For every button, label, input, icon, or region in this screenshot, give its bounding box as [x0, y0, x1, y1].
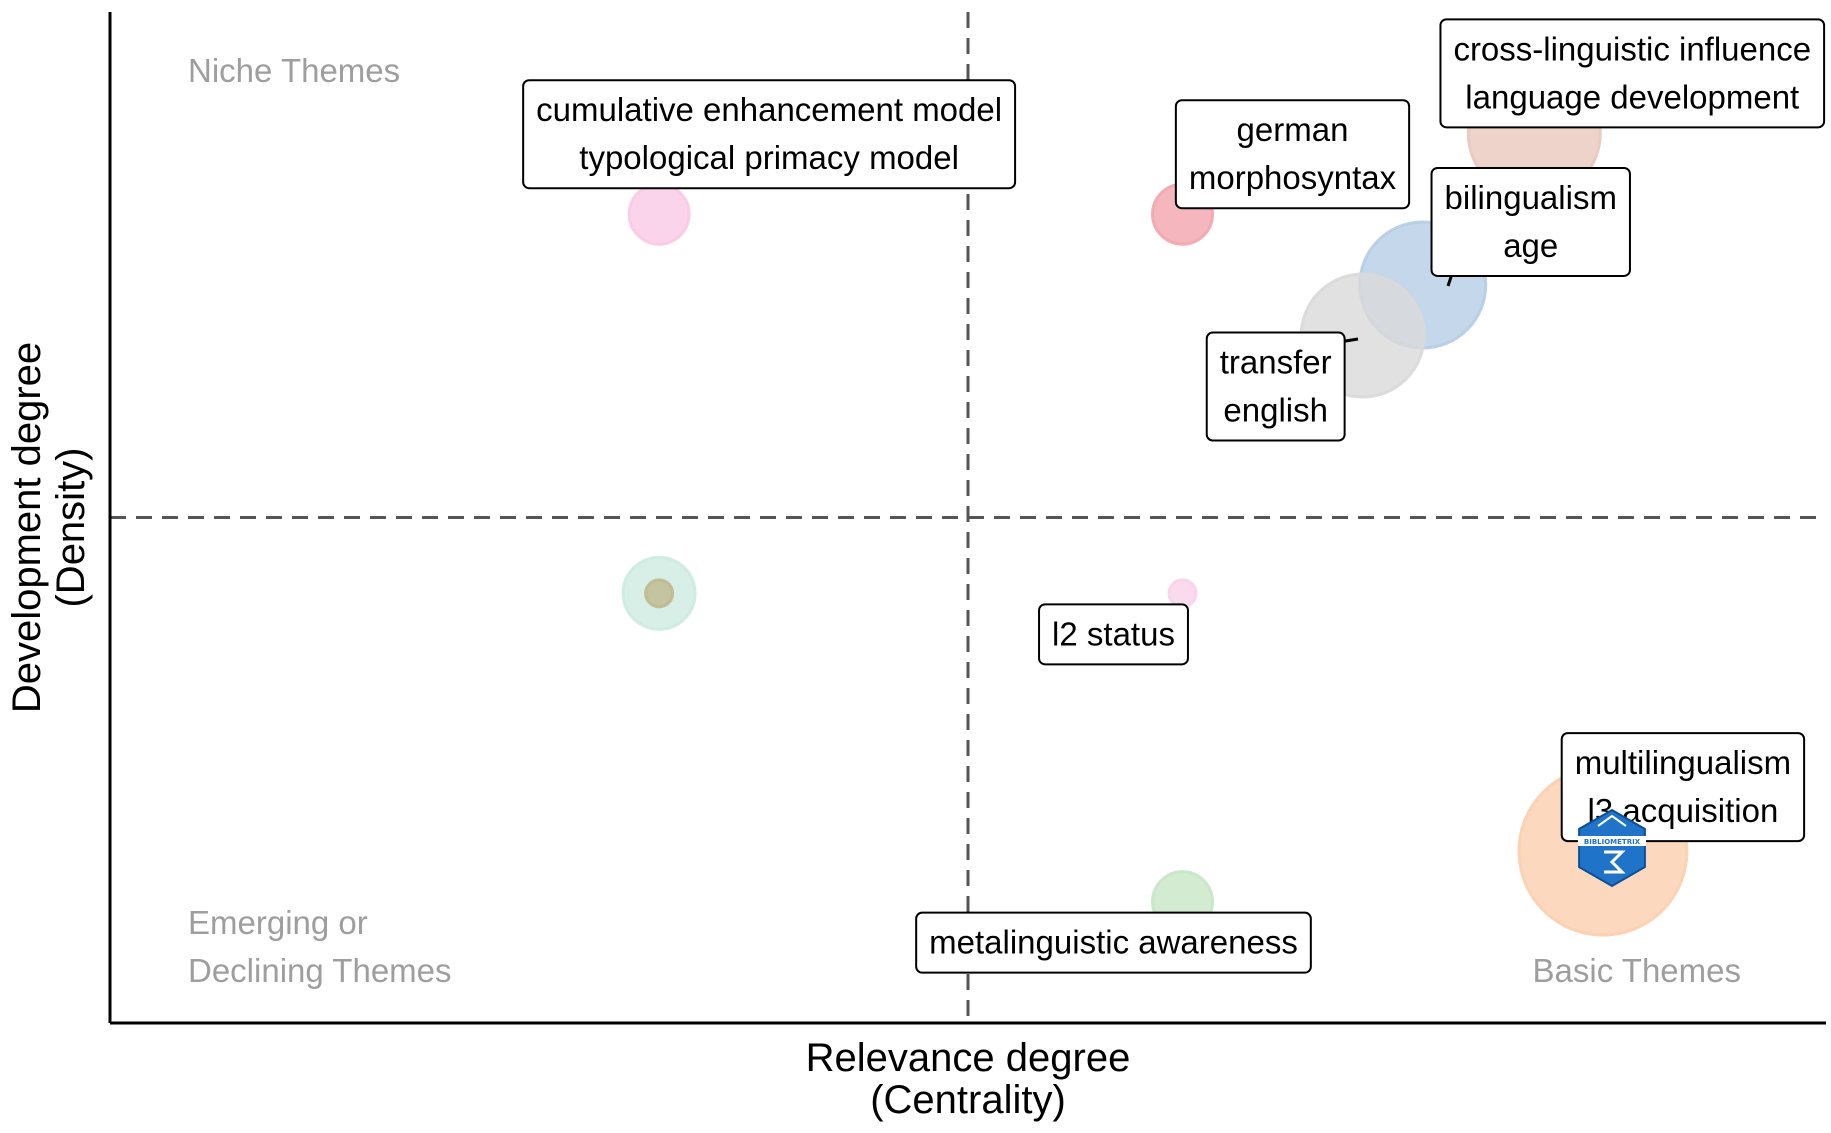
cluster-label-text: metalinguistic awareness [929, 924, 1298, 961]
cluster-label-text: language development [1465, 78, 1799, 115]
y-axis-title: Development degree [5, 342, 49, 713]
cluster-bubble [644, 578, 675, 609]
cluster-label-text: typological primacy model [579, 139, 959, 176]
axis-titles: Relevance degree(Centrality) Development … [5, 342, 1130, 1122]
cluster-label-text: cross-linguistic influence [1453, 30, 1811, 67]
cluster-label-text: l2 status [1052, 615, 1175, 652]
cluster-label-box [522, 79, 1017, 190]
axes [108, 12, 1826, 1025]
cluster-label-text: morphosyntax [1189, 159, 1397, 196]
cluster-label-text: bilingualism [1445, 179, 1617, 216]
x-axis-title: (Centrality) [870, 1078, 1066, 1122]
quadrant-label-niche: Niche Themes [188, 52, 400, 89]
cluster-label-text: transfer [1220, 344, 1332, 381]
x-axis-title: Relevance degree [806, 1036, 1131, 1080]
cluster-label-box [1174, 99, 1411, 210]
logo-hexagon [1578, 808, 1646, 888]
bibliometrix-logo: BIBLIOMETRIX [1578, 808, 1646, 888]
cluster-label-box [1430, 166, 1631, 277]
logo-text: BIBLIOMETRIX [1584, 838, 1641, 846]
quadrant-label-emerging: Declining Themes [188, 952, 452, 989]
quadrant-label-basic: Basic Themes [1533, 952, 1741, 989]
cluster-label-box [915, 911, 1312, 974]
cluster-label-box [1439, 18, 1826, 129]
cluster-label-text: german [1237, 111, 1349, 148]
cluster-label-box [1205, 331, 1346, 442]
cluster-bubble [627, 182, 691, 246]
logo-banner [1578, 836, 1646, 846]
bubble-labels: cumulative enhancement model typological … [522, 18, 1826, 974]
y-axis-title: (Density) [49, 447, 93, 607]
cluster-bubble [1167, 578, 1198, 609]
cluster-label-box [1560, 732, 1806, 843]
quadrant-label-emerging: Emerging or [188, 904, 368, 941]
logo-mark [1604, 850, 1626, 874]
cluster-label-text: cumulative enhancement model [536, 91, 1002, 128]
cluster-label-text: multilingualism [1575, 744, 1791, 781]
cluster-label-text: english [1223, 392, 1328, 429]
logo-roof [1597, 814, 1627, 827]
cluster-label-text: age [1503, 227, 1558, 264]
cluster-label-box [1038, 603, 1189, 666]
